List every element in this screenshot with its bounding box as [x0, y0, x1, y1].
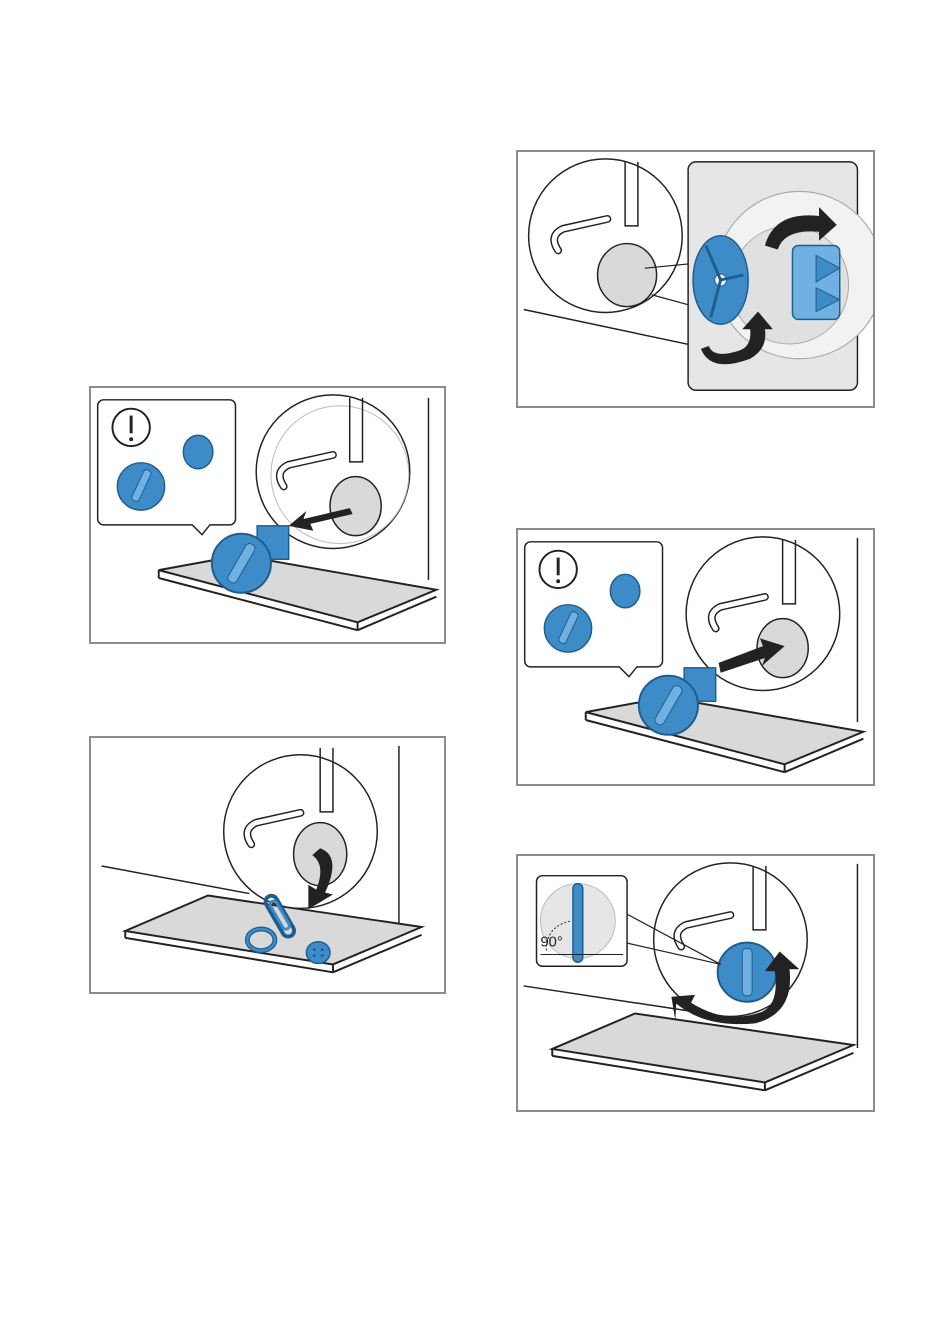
caution-icon: [539, 551, 576, 588]
filter-cap-icon: [718, 943, 777, 1002]
angle-label: 90°: [540, 935, 562, 951]
figure-check-impeller: [516, 150, 875, 408]
figure-tighten-filter: 90°: [516, 854, 875, 1112]
figure-collect-debris: [89, 736, 446, 994]
figure-insert-filter: [516, 528, 875, 786]
figure-remove-filter: [89, 386, 446, 644]
collect-debris-illustration: [91, 738, 444, 992]
button-icon: [306, 942, 330, 964]
check-impeller-illustration: [518, 152, 873, 406]
tighten-filter-illustration: 90°: [518, 856, 873, 1110]
caution-icon: [112, 409, 149, 446]
remove-filter-illustration: [91, 388, 444, 642]
insert-filter-illustration: [518, 530, 873, 784]
